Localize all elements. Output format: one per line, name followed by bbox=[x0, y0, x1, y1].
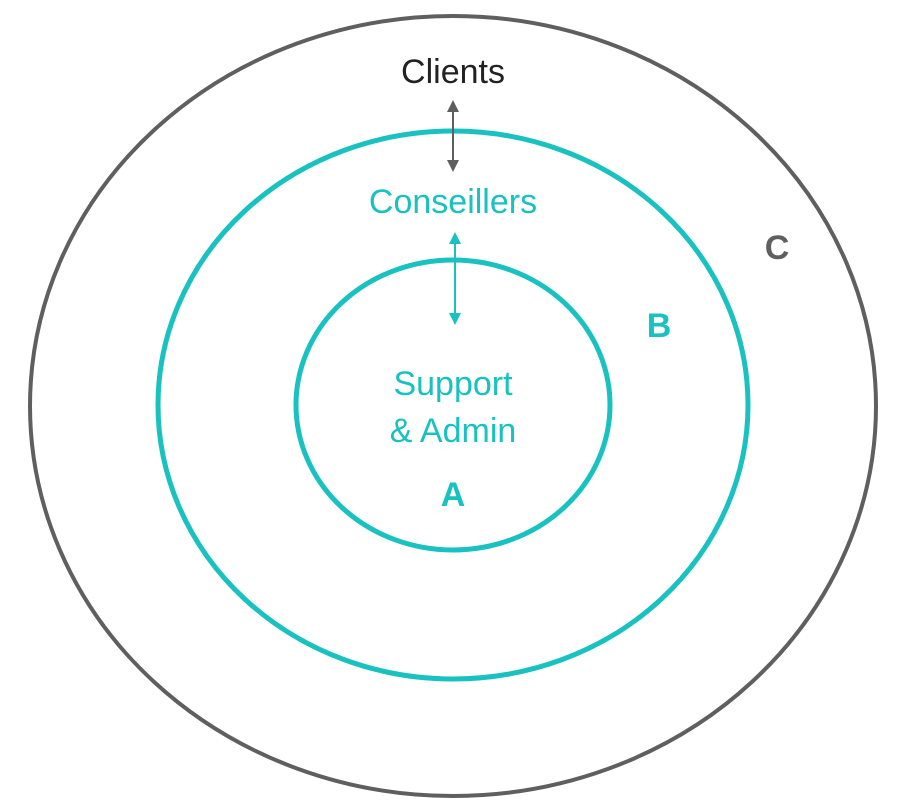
label-letter-b: B bbox=[647, 307, 672, 345]
label-conseillers: Conseillers bbox=[369, 183, 537, 221]
label-letter-c: C bbox=[765, 229, 790, 267]
ring-outer bbox=[28, 14, 878, 798]
label-support: Support bbox=[393, 365, 513, 403]
label-letter-a: A bbox=[441, 476, 466, 514]
label-clients: Clients bbox=[401, 53, 505, 91]
label-admin: & Admin bbox=[390, 412, 517, 450]
